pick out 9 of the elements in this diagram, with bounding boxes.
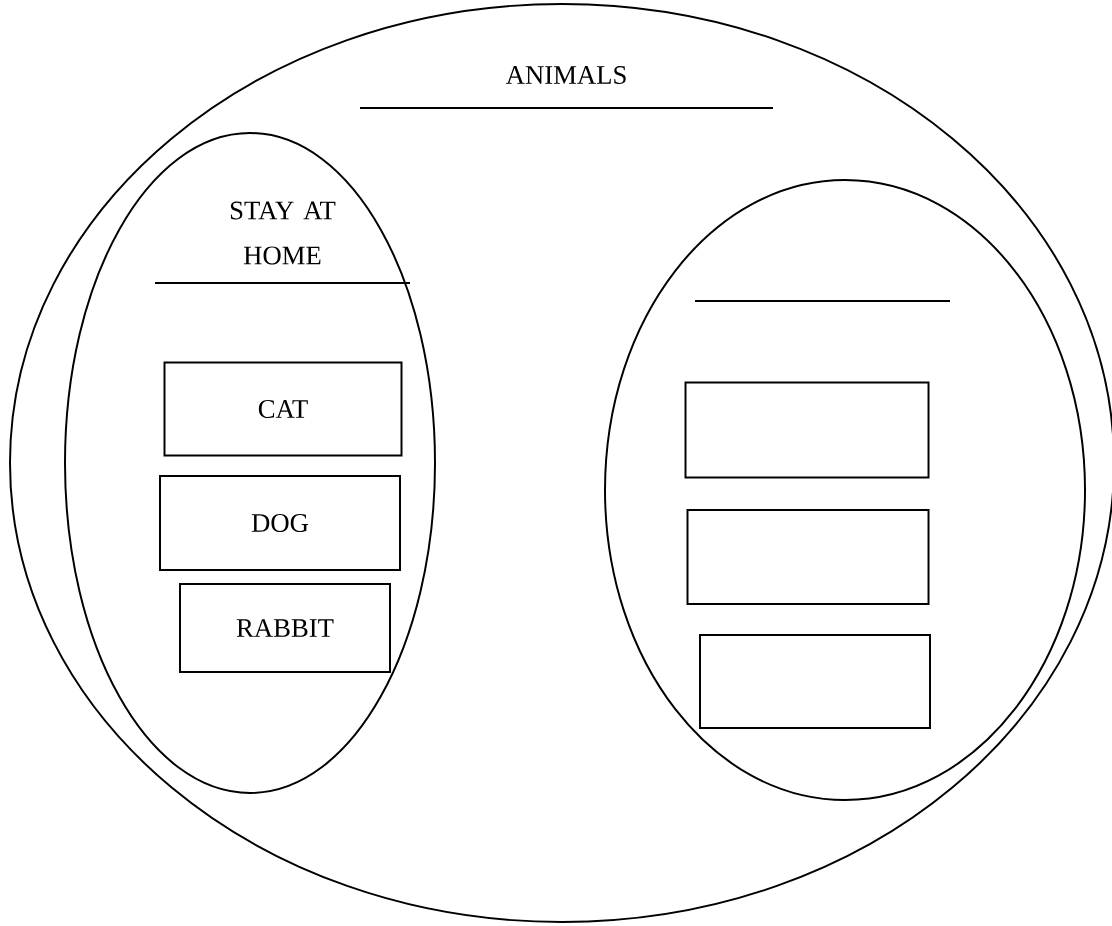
label-box: RABBIT bbox=[179, 583, 391, 673]
label-box: CAT bbox=[163, 361, 403, 457]
set-heading: ANIMALS bbox=[505, 66, 626, 84]
answer-box bbox=[684, 381, 930, 479]
answer-box bbox=[686, 509, 930, 605]
answer-box bbox=[699, 634, 931, 729]
label-box: DOG bbox=[159, 475, 401, 571]
set-heading: STAY AT HOME bbox=[230, 201, 336, 265]
set-ellipse bbox=[604, 179, 1086, 801]
